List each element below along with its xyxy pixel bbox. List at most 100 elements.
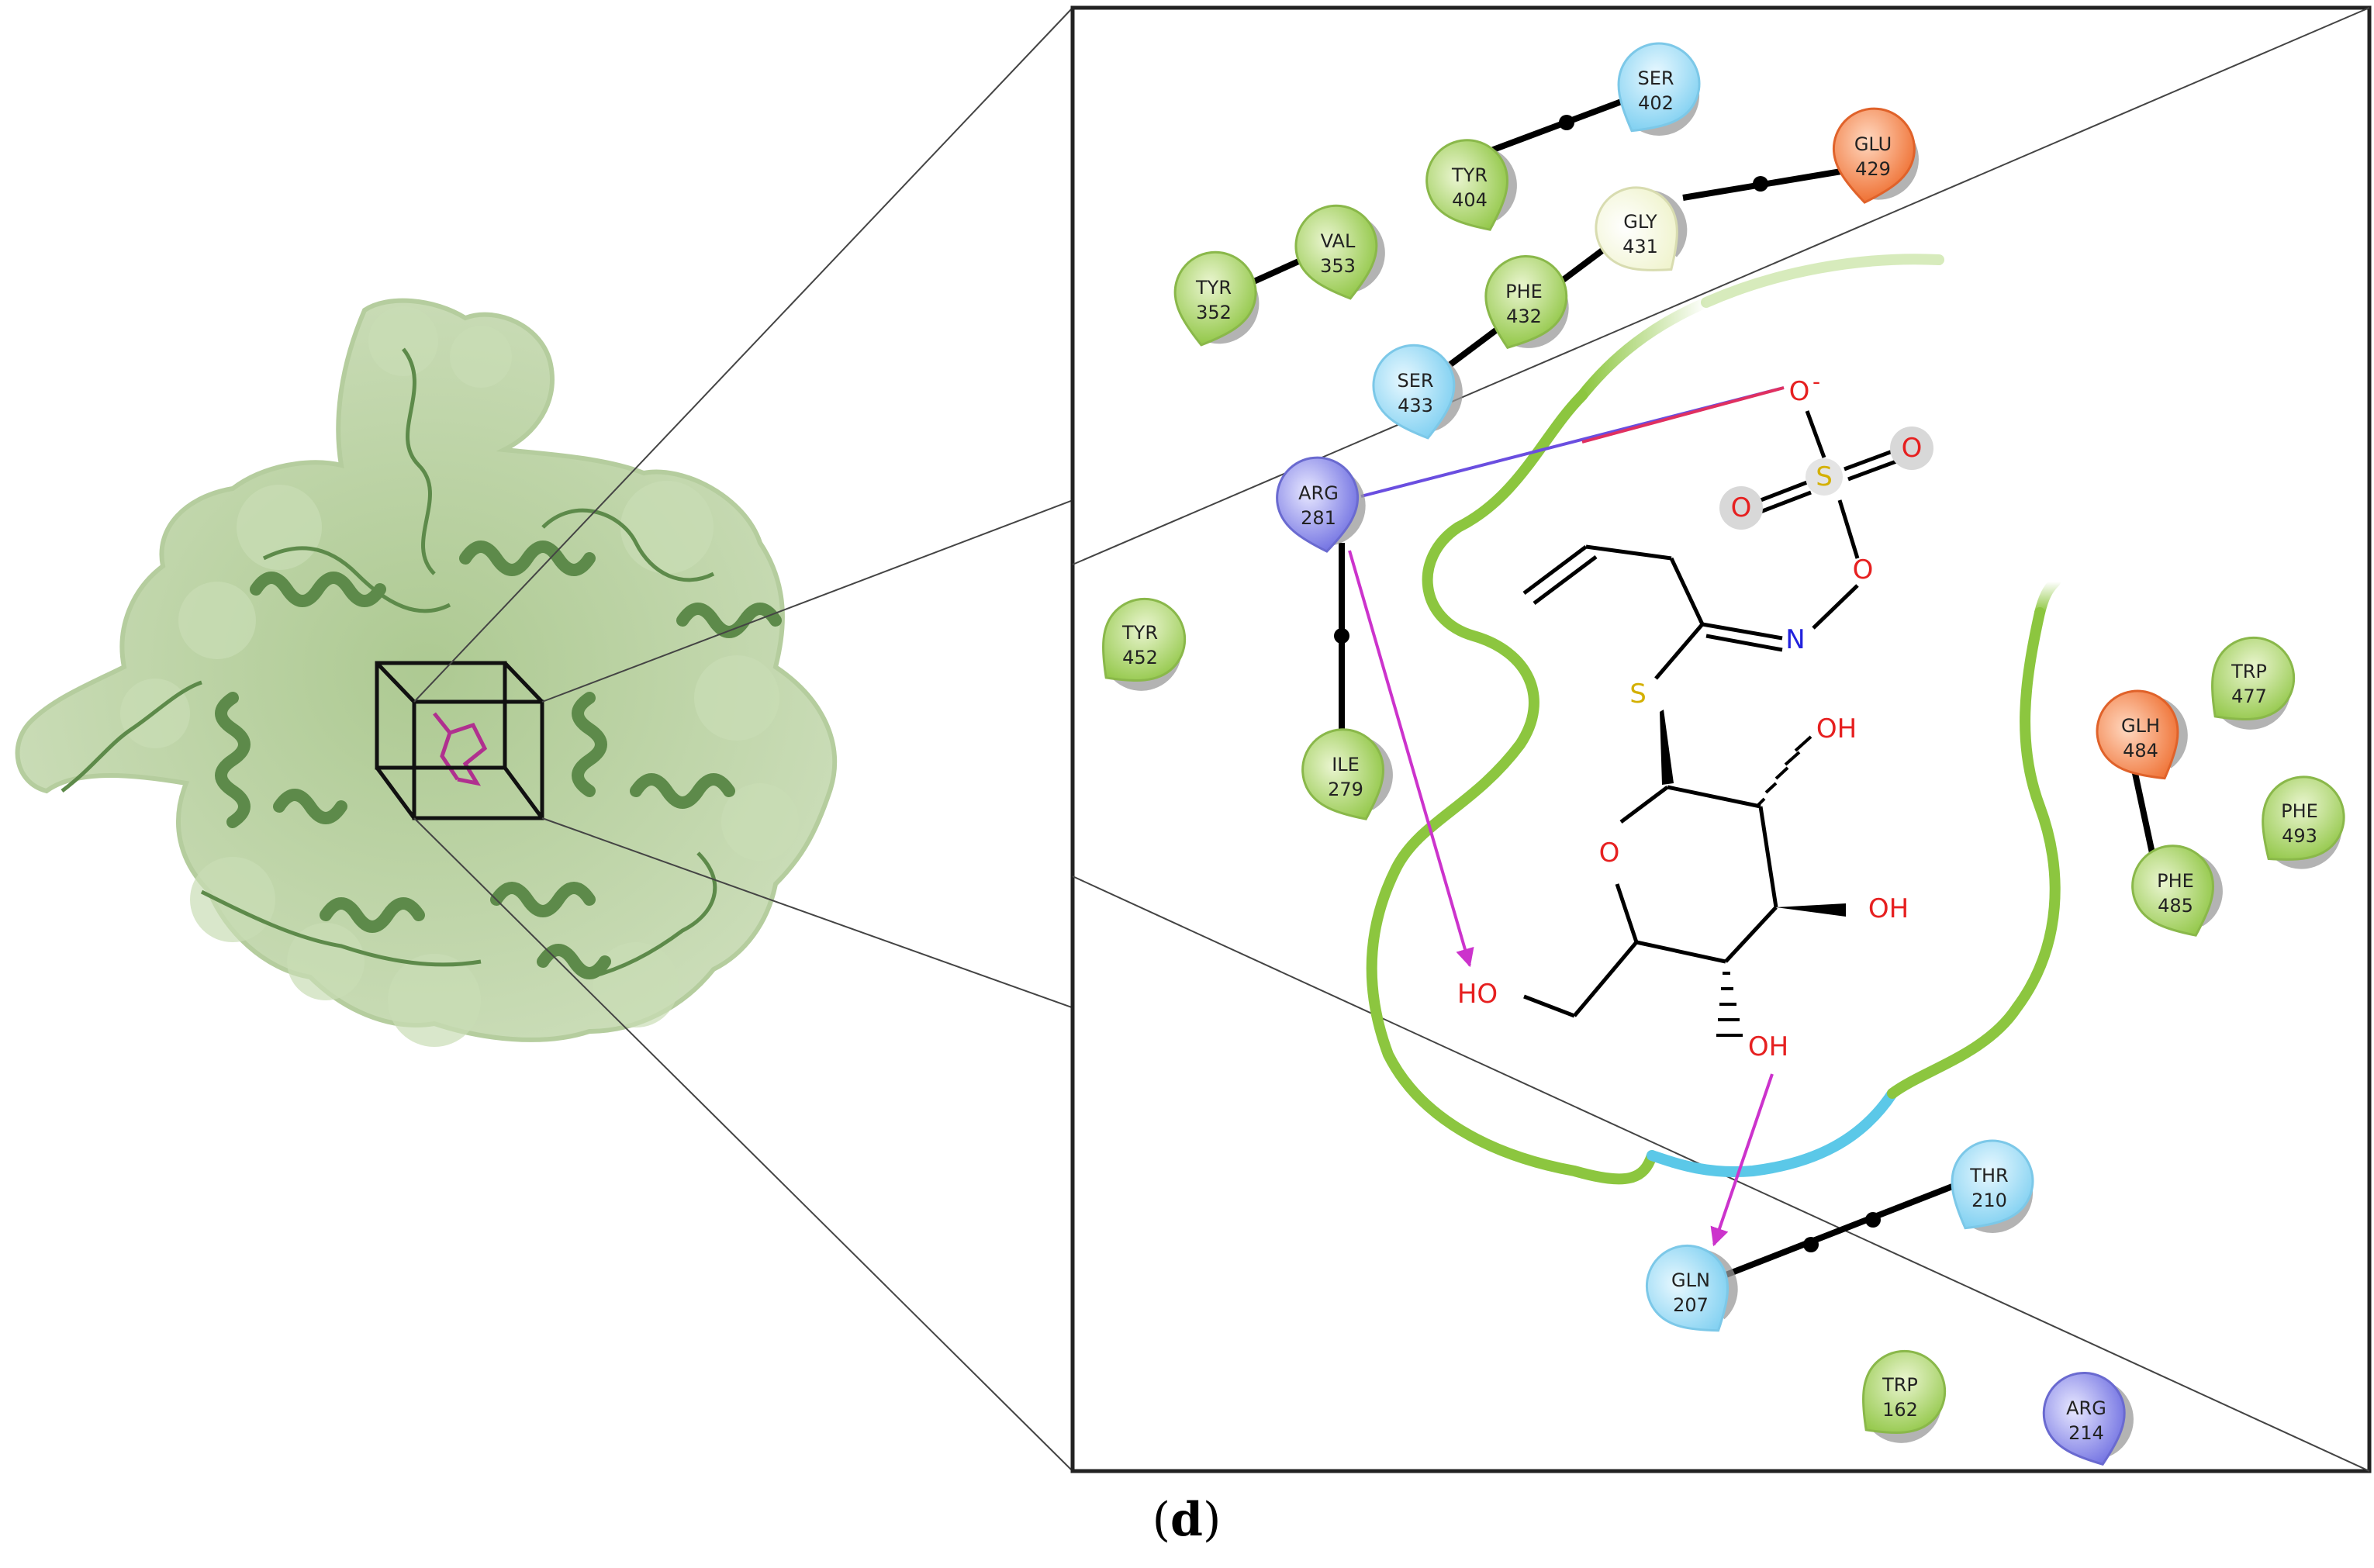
residue-number: 452	[1122, 647, 1158, 668]
residue-shape	[2096, 689, 2179, 780]
protein-surface	[15, 298, 838, 1042]
binding-site-cube	[375, 661, 544, 820]
ligand-structure: O - S O O O N S OH OH OH O HO	[1457, 369, 1933, 1062]
residue-shape	[1101, 597, 1187, 682]
residue-shape	[1832, 107, 1916, 204]
residue-ser402: SER 402	[1617, 42, 1701, 136]
atom-sulfur-thio: S	[1629, 679, 1647, 710]
residue-number: 493	[2282, 825, 2317, 847]
residue-gly431: GLY 431	[1595, 186, 1688, 271]
ligand-bonds	[1522, 410, 1897, 1018]
residue-shape	[1645, 1245, 1730, 1332]
residue-shape	[1617, 42, 1701, 133]
hashed-bonds	[1716, 735, 1812, 1037]
residue-name: PHE	[2281, 800, 2318, 822]
backbone-dots	[1334, 115, 1881, 1252]
residue-arg214: ARG 214	[2042, 1371, 2134, 1466]
residue-shape	[2262, 775, 2345, 861]
residue-thr210: THR 210	[1951, 1139, 2034, 1233]
residue-name: TYR	[1195, 277, 1232, 299]
residue-shape	[1861, 1349, 1947, 1435]
residue-number: 281	[1301, 507, 1336, 529]
residue-shape	[1951, 1139, 2034, 1230]
residue-name: THR	[1969, 1165, 2008, 1186]
atom-o-right: O	[1902, 433, 1923, 464]
residue-shape	[1301, 728, 1385, 820]
residue-trp162: TRP 162	[1861, 1349, 1947, 1443]
residue-phe493: PHE 493	[2262, 775, 2345, 869]
protein-loops	[60, 347, 717, 979]
residue-shape	[1294, 204, 1378, 300]
residue-name: GLN	[1671, 1269, 1710, 1291]
residue-number: 402	[1638, 92, 1674, 114]
residues-layer: SER402TYR404GLU429GLY431VAL353TYR352PHE4…	[1101, 42, 2345, 1466]
residue-name: ARG	[2066, 1397, 2106, 1419]
residue-name: TRP	[2231, 661, 2267, 682]
atom-o-link: O	[1853, 554, 1874, 585]
residue-shape	[2210, 636, 2296, 721]
atom-oh-mid: OH	[1868, 893, 1909, 924]
residue-shape	[1425, 139, 1509, 231]
residue-trp477: TRP 477	[2210, 636, 2296, 730]
residue-number: 210	[1971, 1190, 2007, 1211]
residue-name: GLU	[1854, 133, 1892, 155]
residue-number: 214	[2068, 1422, 2104, 1444]
residue-shape	[1372, 344, 1456, 440]
residue-number: 352	[1196, 302, 1232, 323]
atom-nitrogen: N	[1785, 624, 1805, 655]
residue-number: 477	[2231, 686, 2267, 707]
residue-arg281: ARG 281	[1276, 456, 1366, 553]
residue-shape	[2131, 844, 2215, 937]
atom-sulfur-sulfate: S	[1816, 461, 1833, 492]
atom-o-left: O	[1731, 492, 1752, 523]
residue-name: GLY	[1623, 211, 1657, 233]
residue-number: 485	[2158, 895, 2193, 917]
halo-o-right	[1890, 427, 1933, 470]
halo-o-left	[1719, 486, 1763, 530]
residue-shape	[1484, 254, 1568, 350]
protein-ribbon	[215, 541, 782, 979]
residue-number: 162	[1882, 1399, 1918, 1421]
residue-tyr404: TYR 404	[1425, 139, 1517, 231]
residue-shape	[1276, 456, 1360, 553]
residue-shape	[1595, 186, 1678, 271]
halo-sulfur	[1806, 458, 1843, 496]
residue-number: 207	[1673, 1294, 1709, 1316]
atom-ho-left: HO	[1457, 979, 1498, 1010]
residue-name: TYR	[1451, 164, 1488, 186]
atom-oh-bottom: OH	[1748, 1031, 1788, 1062]
wedge-bond-s	[1660, 710, 1674, 785]
pocket-outline	[1366, 254, 2061, 1185]
residue-name: GLH	[2121, 715, 2160, 737]
residue-gln207: GLN 207	[1645, 1245, 1738, 1332]
residue-name: ILE	[1332, 754, 1360, 775]
residue-shape	[1173, 250, 1257, 347]
residue-name: VAL	[1321, 230, 1356, 252]
atom-oh-top: OH	[1816, 713, 1857, 744]
residue-number: 404	[1452, 189, 1488, 211]
residue-number: 431	[1622, 236, 1658, 257]
wedge-bond-oh	[1776, 903, 1846, 917]
residue-tyr352: TYR 352	[1173, 250, 1260, 347]
atom-o-minus-charge: -	[1812, 369, 1820, 395]
residue-name: TRP	[1882, 1374, 1918, 1396]
residue-phe432: PHE 432	[1484, 254, 1569, 350]
residue-number: 484	[2123, 740, 2158, 762]
residue-number: 432	[1506, 306, 1542, 327]
residue-name: PHE	[1505, 281, 1543, 302]
residue-name: SER	[1637, 67, 1674, 89]
protein-structure	[15, 298, 838, 1047]
residue-glh484: GLH 484	[2096, 689, 2188, 780]
residue-number: 433	[1398, 395, 1433, 416]
residue-shape	[2042, 1371, 2126, 1466]
residue-name: ARG	[1298, 482, 1339, 504]
interaction-lines	[1348, 386, 1785, 1247]
